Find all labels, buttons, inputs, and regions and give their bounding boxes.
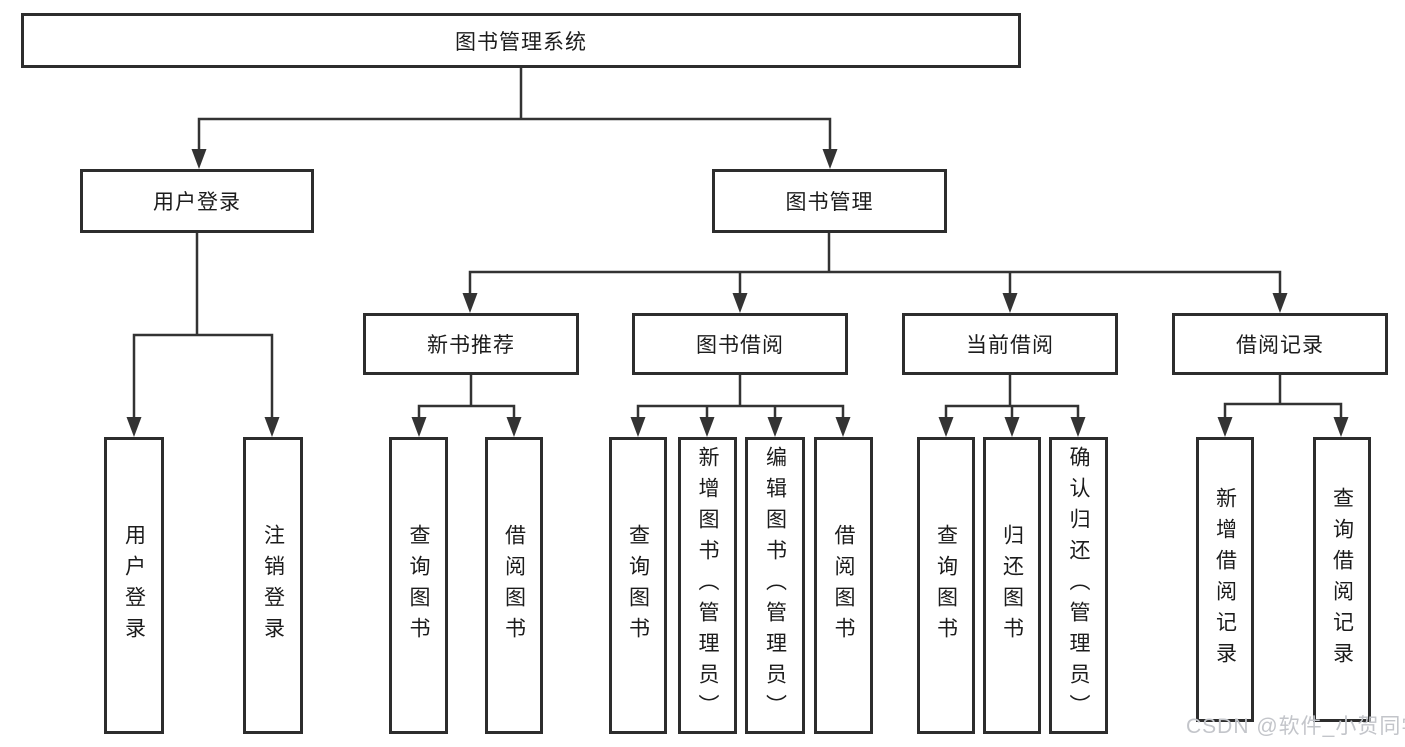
leaf-confirm-return-admin: 确认归还（管理员） bbox=[1049, 437, 1108, 734]
connector-bookborrow-group bbox=[636, 373, 845, 419]
node-book-management: 图书管理 bbox=[712, 169, 947, 233]
connector-root-to-level2 bbox=[197, 66, 832, 151]
connector-newbook-group bbox=[417, 373, 516, 419]
leaf-query-books-current: 查询图书 bbox=[917, 437, 975, 734]
arrowhead-icon bbox=[1002, 293, 1018, 313]
arrowhead-icon bbox=[630, 417, 646, 437]
arrowhead-icon bbox=[938, 417, 954, 437]
arrowhead-icon bbox=[1333, 417, 1349, 437]
leaf-borrow-books: 借阅图书 bbox=[814, 437, 873, 734]
arrowhead-icon bbox=[1272, 293, 1288, 313]
node-library-management-system: 图书管理系统 bbox=[21, 13, 1021, 68]
arrowhead-icon bbox=[1217, 417, 1233, 437]
connector-borrowrecords-group bbox=[1223, 373, 1343, 419]
arrowhead-icon bbox=[1004, 417, 1020, 437]
leaf-query-borrow-record: 查询借阅记录 bbox=[1313, 437, 1371, 722]
leaf-logout: 注销登录 bbox=[243, 437, 303, 734]
node-book-borrow: 图书借阅 bbox=[632, 313, 848, 375]
connector-currentborrow-group bbox=[944, 373, 1080, 419]
leaf-query-books-recommend: 查询图书 bbox=[389, 437, 448, 734]
node-borrow-records: 借阅记录 bbox=[1172, 313, 1388, 375]
arrowhead-icon bbox=[822, 149, 838, 169]
leaf-borrow-books-recommend: 借阅图书 bbox=[485, 437, 543, 734]
leaf-add-borrow-record: 新增借阅记录 bbox=[1196, 437, 1254, 722]
csdn-watermark: CSDN @软件_小贺同学 bbox=[1186, 715, 1405, 738]
arrowhead-icon bbox=[767, 417, 783, 437]
leaf-edit-book-admin: 编辑图书（管理员） bbox=[745, 437, 805, 734]
leaf-add-book-admin: 新增图书（管理员） bbox=[678, 437, 737, 734]
arrowhead-icon bbox=[411, 417, 427, 437]
arrowhead-icon bbox=[506, 417, 522, 437]
connector-bookmgmt-to-level3 bbox=[468, 231, 1282, 295]
connector-userlogin-group bbox=[132, 231, 274, 419]
arrowhead-icon bbox=[1070, 417, 1086, 437]
arrowhead-icon bbox=[699, 417, 715, 437]
arrowhead-icon bbox=[191, 149, 207, 169]
arrowhead-icon bbox=[732, 293, 748, 313]
node-current-borrow: 当前借阅 bbox=[902, 313, 1118, 375]
arrowhead-icon bbox=[264, 417, 280, 437]
arrowhead-icon bbox=[462, 293, 478, 313]
arrowhead-icon bbox=[126, 417, 142, 437]
node-user-login: 用户登录 bbox=[80, 169, 314, 233]
arrowhead-icon bbox=[835, 417, 851, 437]
leaf-return-book: 归还图书 bbox=[983, 437, 1041, 734]
leaf-user-login: 用户登录 bbox=[104, 437, 164, 734]
leaf-query-books-borrow: 查询图书 bbox=[609, 437, 667, 734]
node-new-book-recommend: 新书推荐 bbox=[363, 313, 579, 375]
